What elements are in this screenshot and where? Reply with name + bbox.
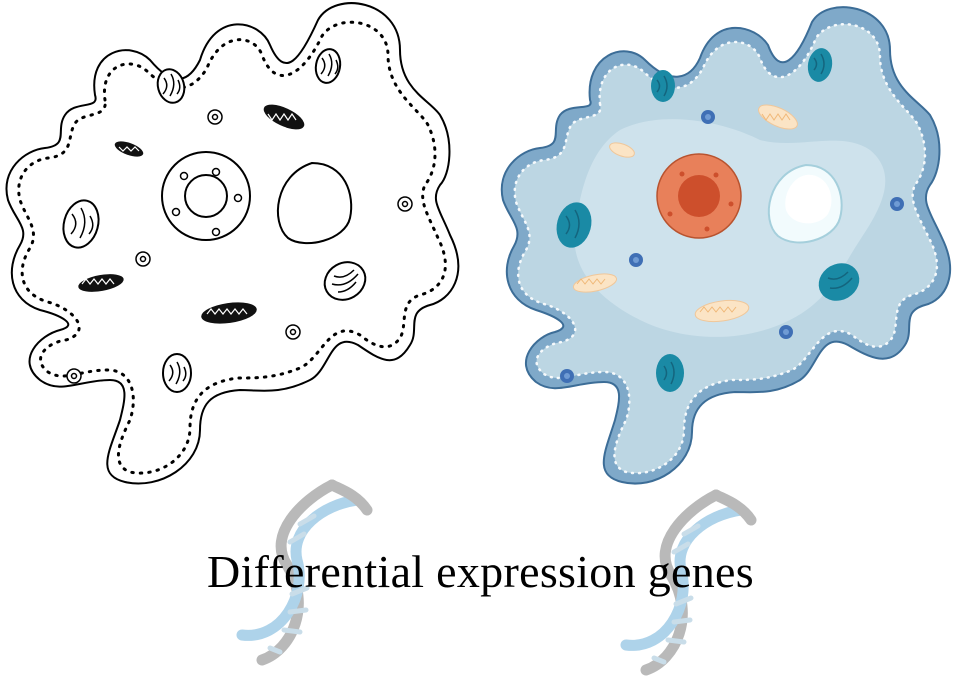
golgi-icon	[572, 104, 798, 323]
outline-nucleus-icon	[161, 151, 251, 241]
caption-text: Differential expression genes	[207, 546, 754, 597]
outline-vesicle-icon	[66, 109, 413, 384]
outline-vacuole-icon	[276, 161, 353, 245]
vesicle-icon	[560, 110, 904, 383]
colored-amoeba-cell-icon	[500, 6, 952, 485]
outline-golgi-icon	[78, 104, 305, 324]
mitochondria-icon	[556, 48, 860, 392]
nucleus-icon	[656, 153, 742, 239]
outline-mitochondria-icon	[62, 48, 367, 393]
outline-amoeba-cell-icon	[5, 2, 460, 485]
